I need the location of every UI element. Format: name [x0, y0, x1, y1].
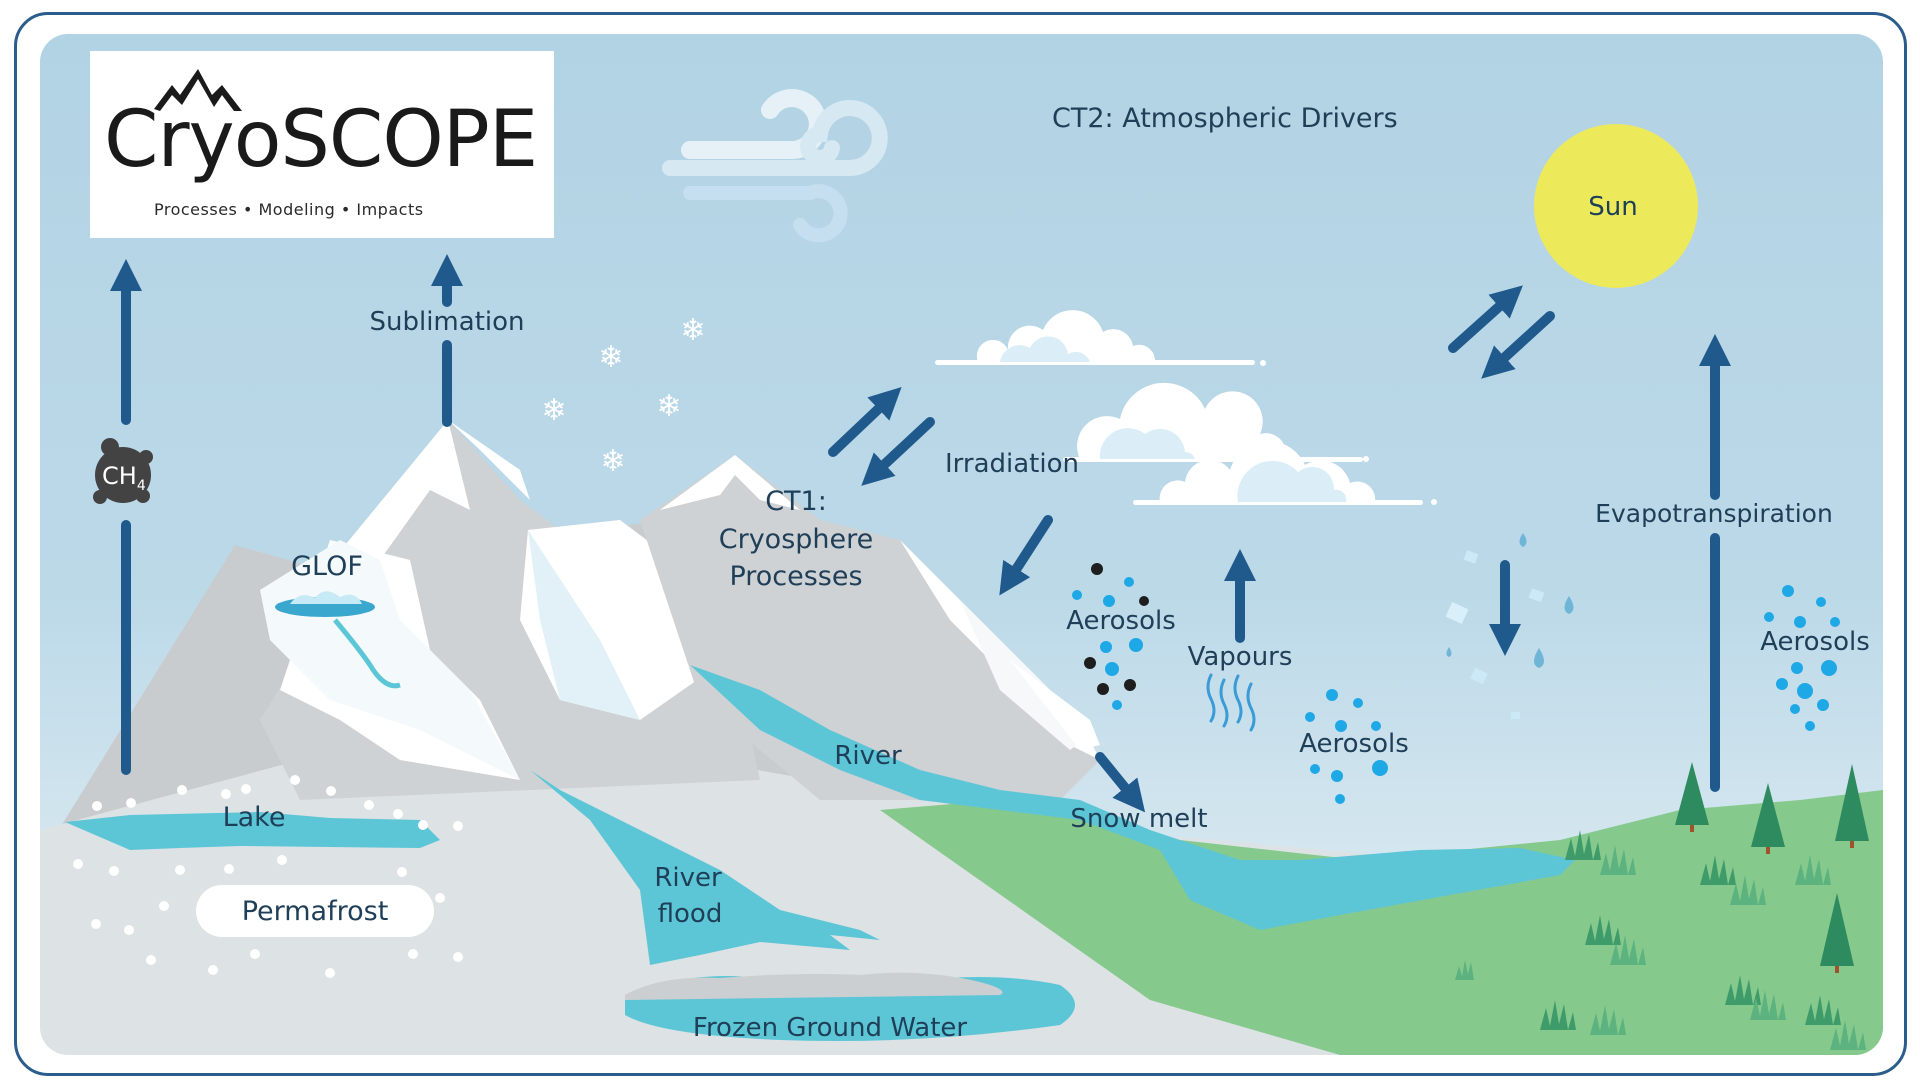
- river-flood: [530, 770, 880, 965]
- frozen-ground-water-label: Frozen Ground Water: [693, 1013, 968, 1043]
- frozen-ground-rock: [625, 972, 1003, 1000]
- ct1-heading-line2: Cryosphere: [719, 524, 874, 555]
- ct2-heading: CT2: Atmospheric Drivers: [1052, 103, 1398, 134]
- raindrop-icon: [1534, 648, 1544, 668]
- grass-icon: [1455, 830, 1866, 1050]
- sun-up-arrow: [1448, 285, 1523, 353]
- river-flood-label-line1: River: [654, 863, 722, 893]
- permafrost-dots: [73, 775, 463, 978]
- svg-text:❄: ❄: [680, 313, 705, 348]
- aerosols-label-3: Aerosols: [1760, 627, 1870, 657]
- cloud-icon: [935, 310, 1266, 366]
- raindrop-icon: [1446, 647, 1452, 657]
- ice-crystal-icon: [1528, 588, 1545, 603]
- river-flood-label-line2: flood: [658, 899, 723, 929]
- svg-text:❄: ❄: [600, 444, 625, 479]
- river-main: [690, 665, 1575, 930]
- svg-text:❄: ❄: [598, 340, 623, 375]
- trees: [1675, 762, 1869, 973]
- raindrop-icon: [1519, 533, 1527, 547]
- irradiation-up-arrow: [828, 386, 902, 457]
- sun-down-arrow: [1481, 311, 1555, 379]
- irradiation-label: Irradiation: [945, 449, 1079, 479]
- svg-text:❄: ❄: [541, 393, 566, 428]
- sun-label: Sun: [1588, 192, 1637, 222]
- ct1-heading-line1: CT1:: [765, 486, 827, 517]
- irradiation-down-arrow: [861, 417, 935, 486]
- lake-label: Lake: [223, 802, 286, 833]
- mountain-icon: [154, 69, 242, 111]
- aerosol-particles: [1072, 563, 1840, 804]
- sun-icon: [1534, 124, 1698, 288]
- ice-crystal-icon: [1445, 601, 1469, 625]
- ice-crystal-icon: [1511, 712, 1520, 719]
- sublimation-label: Sublimation: [370, 307, 525, 337]
- mountain-main: [260, 420, 760, 800]
- vapour-waves-icon: [1206, 673, 1256, 732]
- glof-stream: [333, 618, 401, 689]
- cloud-icon: [1133, 441, 1437, 505]
- logo-title: CryoSCOPE: [104, 95, 538, 185]
- snowmelt-arrow: [1095, 752, 1146, 813]
- river-label: River: [834, 741, 902, 771]
- tree-icon: [1835, 764, 1869, 848]
- aerosols-label-2: Aerosols: [1299, 729, 1409, 759]
- lake-shape: [65, 812, 440, 850]
- irradiation-surface-arrow: [999, 515, 1053, 596]
- aerosols-label-1: Aerosols: [1066, 606, 1176, 636]
- glof-lake-icon: [275, 591, 375, 617]
- snowflake-icon: ❄ ❄ ❄ ❄ ❄: [541, 313, 705, 479]
- glof-label: GLOF: [291, 551, 363, 582]
- ch4-label: CH4: [102, 462, 146, 494]
- precipitation-icons: [1445, 533, 1574, 719]
- tree-icon: [1820, 893, 1854, 973]
- permafrost-badge: [196, 885, 434, 937]
- wind-icon: [662, 89, 888, 243]
- methane-bubble-icon: [93, 438, 153, 504]
- ct1-heading-line3: Processes: [729, 561, 862, 592]
- ice-crystal-icon: [1463, 550, 1479, 564]
- snow-melt-label: Snow melt: [1070, 804, 1207, 834]
- grassland: [880, 790, 1883, 1055]
- tree-icon: [1751, 783, 1785, 854]
- vapours-label: Vapours: [1188, 642, 1293, 672]
- cryoscope-logo: CryoSCOPE Processes • Modeling • Impacts: [90, 51, 554, 238]
- arrows: [109, 253, 1732, 813]
- tree-icon: [1675, 762, 1709, 832]
- evapotranspiration-label: Evapotranspiration: [1595, 499, 1833, 528]
- raindrop-icon: [1564, 596, 1574, 614]
- svg-text:❄: ❄: [656, 389, 681, 424]
- ice-crystal-icon: [1470, 667, 1488, 685]
- logo-tagline: Processes • Modeling • Impacts: [154, 200, 424, 219]
- permafrost-label: Permafrost: [242, 896, 389, 927]
